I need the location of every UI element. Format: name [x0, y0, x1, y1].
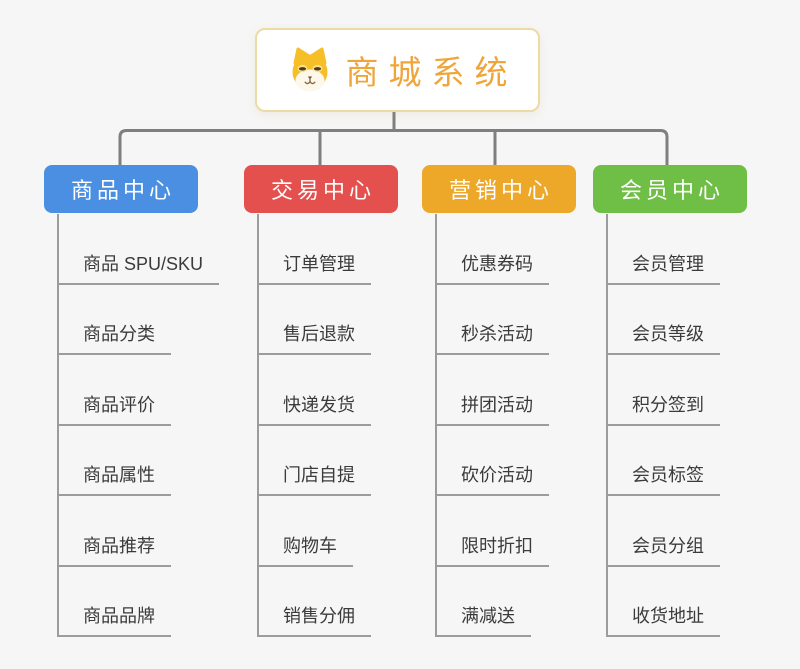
branch-node-trade-center[interactable]: 交易中心: [244, 165, 398, 213]
branch-label: 会员中心: [619, 178, 724, 203]
branch-label: 交易中心: [270, 178, 375, 203]
leaf-label: 限时折扣: [437, 532, 549, 567]
branch-rail-line: [118, 129, 669, 165]
branch-children-member-center: 会员管理 会员等级 积分签到 会员标签 会员分组 收货地址: [606, 214, 720, 637]
leaf-node[interactable]: 销售分佣: [259, 567, 371, 637]
leaf-label: 积分签到: [608, 391, 720, 426]
branch-children-product-center: 商品 SPU/SKU 商品分类 商品评价 商品属性 商品推荐 商品品牌: [57, 214, 220, 637]
leaf-node[interactable]: 限时折扣: [437, 496, 549, 567]
leaf-node[interactable]: 满减送: [437, 567, 549, 637]
leaf-label: 快递发货: [259, 391, 371, 426]
root-title: 商城系统: [345, 54, 518, 91]
leaf-label: 拼团活动: [437, 391, 549, 426]
leaf-label: 售后退款: [259, 320, 371, 355]
leaf-node[interactable]: 商品评价: [59, 355, 219, 426]
leaf-node[interactable]: 秒杀活动: [437, 285, 549, 355]
leaf-node[interactable]: 会员分组: [608, 496, 720, 567]
leaf-node[interactable]: 会员标签: [608, 426, 720, 496]
leaf-label: 商品分类: [59, 320, 171, 355]
leaf-label: 优惠券码: [437, 250, 549, 285]
leaf-label: 会员分组: [608, 532, 720, 567]
leaf-label: 销售分佣: [259, 602, 371, 637]
leaf-label: 会员管理: [608, 250, 720, 285]
leaf-node[interactable]: 购物车: [259, 496, 371, 567]
leaf-node[interactable]: 商品品牌: [59, 567, 219, 637]
leaf-node[interactable]: 优惠券码: [437, 214, 549, 285]
leaf-label: 会员等级: [608, 320, 720, 355]
leaf-node[interactable]: 商品 SPU/SKU: [59, 214, 220, 285]
leaf-node[interactable]: 商品推荐: [59, 496, 219, 567]
branch-label: 营销中心: [448, 178, 553, 203]
leaf-node[interactable]: 会员等级: [608, 285, 720, 355]
leaf-node[interactable]: 收货地址: [608, 567, 720, 637]
branch-label: 商品中心: [70, 178, 175, 203]
leaf-label: 商品推荐: [59, 532, 171, 567]
leaf-label: 满减送: [437, 602, 531, 637]
branch-children-trade-center: 订单管理 售后退款 快递发货 门店自提 购物车 销售分佣: [257, 214, 371, 637]
leaf-node[interactable]: 商品属性: [59, 426, 219, 496]
leaf-node[interactable]: 快递发货: [259, 355, 371, 426]
branch-node-marketing-center[interactable]: 营销中心: [422, 165, 576, 213]
leaf-label: 会员标签: [608, 461, 720, 496]
leaf-label: 商品评价: [59, 391, 171, 426]
dog-face-icon: [288, 47, 332, 93]
branch-node-product-center[interactable]: 商品中心: [44, 165, 198, 213]
leaf-label: 门店自提: [259, 461, 371, 496]
leaf-node[interactable]: 门店自提: [259, 426, 371, 496]
leaf-node[interactable]: 砍价活动: [437, 426, 549, 496]
leaf-node[interactable]: 会员管理: [608, 214, 720, 285]
leaf-label: 砍价活动: [437, 461, 549, 496]
leaf-node[interactable]: 拼团活动: [437, 355, 549, 426]
leaf-node[interactable]: 售后退款: [259, 285, 371, 355]
branch-children-marketing-center: 优惠券码 秒杀活动 拼团活动 砍价活动 限时折扣 满减送: [435, 214, 549, 637]
leaf-label: 商品 SPU/SKU: [59, 250, 220, 285]
leaf-label: 秒杀活动: [437, 320, 549, 355]
leaf-label: 商品品牌: [59, 602, 171, 637]
root-node[interactable]: 商城系统: [255, 28, 540, 112]
leaf-node[interactable]: 订单管理: [259, 214, 371, 285]
branch-node-member-center[interactable]: 会员中心: [593, 165, 747, 213]
leaf-node[interactable]: 商品分类: [59, 285, 219, 355]
leaf-node[interactable]: 积分签到: [608, 355, 720, 426]
leaf-label: 购物车: [259, 532, 353, 567]
leaf-label: 收货地址: [608, 602, 720, 637]
leaf-label: 订单管理: [259, 250, 371, 285]
leaf-label: 商品属性: [59, 461, 171, 496]
